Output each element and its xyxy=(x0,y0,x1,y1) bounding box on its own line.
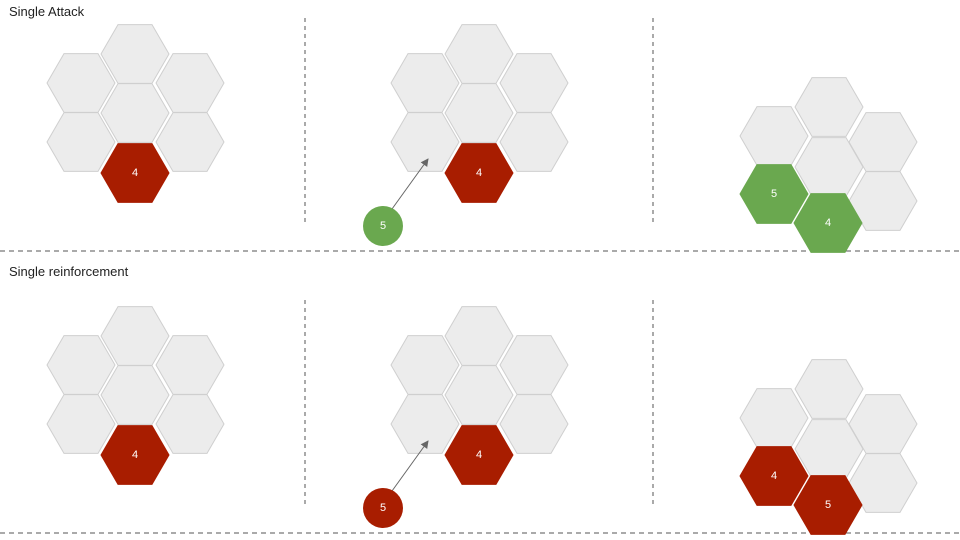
hex-value-label: 4 xyxy=(476,167,482,179)
empty-hex-cell xyxy=(100,83,170,143)
hex-value-label: 4 xyxy=(132,449,138,461)
empty-hex-cell xyxy=(46,394,116,454)
hex-cluster: 4 xyxy=(390,306,569,485)
hex-value-label: 4 xyxy=(825,217,831,229)
hex-value-label: 4 xyxy=(771,470,777,482)
empty-hex-cell xyxy=(739,388,809,448)
empty-hex-cell xyxy=(390,112,460,172)
empty-hex-cell xyxy=(499,335,569,395)
empty-hex-cell xyxy=(390,394,460,454)
empty-hex-cell xyxy=(499,394,569,454)
empty-hex-cell xyxy=(46,335,116,395)
empty-hex-cell xyxy=(46,53,116,113)
empty-hex-cell xyxy=(46,112,116,172)
empty-hex-cell xyxy=(155,335,225,395)
empty-hex-cell xyxy=(444,306,514,366)
empty-hex-cell xyxy=(739,106,809,166)
hex-value-label: 5 xyxy=(825,499,831,511)
hex-cluster: 4 xyxy=(46,24,225,203)
empty-hex-cell xyxy=(155,53,225,113)
section-title-single-reinforcement: Single reinforcement xyxy=(9,264,129,279)
occupied-hex-cell xyxy=(739,446,809,506)
empty-hex-cell xyxy=(444,365,514,425)
occupied-hex-cell xyxy=(793,193,863,253)
empty-hex-cell xyxy=(100,24,170,84)
empty-hex-cell xyxy=(794,359,864,419)
hex-value-label: 4 xyxy=(476,449,482,461)
result-hex-cluster: 45 xyxy=(739,359,918,535)
empty-hex-cell xyxy=(100,306,170,366)
empty-hex-cell xyxy=(390,335,460,395)
section-title-single-attack: Single Attack xyxy=(9,4,85,19)
occupied-hex-cell xyxy=(793,475,863,535)
empty-hex-cell xyxy=(155,112,225,172)
incoming-unit-label: 5 xyxy=(380,502,386,514)
occupied-hex-cell xyxy=(100,425,170,485)
move-arrow xyxy=(391,440,429,492)
move-arrow xyxy=(391,158,429,210)
hex-value-label: 5 xyxy=(771,188,777,200)
hex-cluster: 4 xyxy=(46,306,225,485)
empty-hex-cell xyxy=(444,83,514,143)
incoming-unit-label: 5 xyxy=(380,220,386,232)
incoming-unit-token xyxy=(363,488,403,528)
empty-hex-cell xyxy=(444,24,514,84)
empty-hex-cell xyxy=(499,112,569,172)
occupied-hex-cell xyxy=(444,425,514,485)
occupied-hex-cell xyxy=(739,164,809,224)
occupied-hex-cell xyxy=(444,143,514,203)
hex-cluster: 4 xyxy=(390,24,569,203)
empty-hex-cell xyxy=(499,53,569,113)
empty-hex-cell xyxy=(155,394,225,454)
result-hex-cluster: 54 xyxy=(739,77,918,253)
occupied-hex-cell xyxy=(100,143,170,203)
empty-hex-cell xyxy=(794,77,864,137)
hex-value-label: 4 xyxy=(132,167,138,179)
empty-hex-cell xyxy=(100,365,170,425)
empty-hex-cell xyxy=(390,53,460,113)
incoming-unit-token xyxy=(363,206,403,246)
